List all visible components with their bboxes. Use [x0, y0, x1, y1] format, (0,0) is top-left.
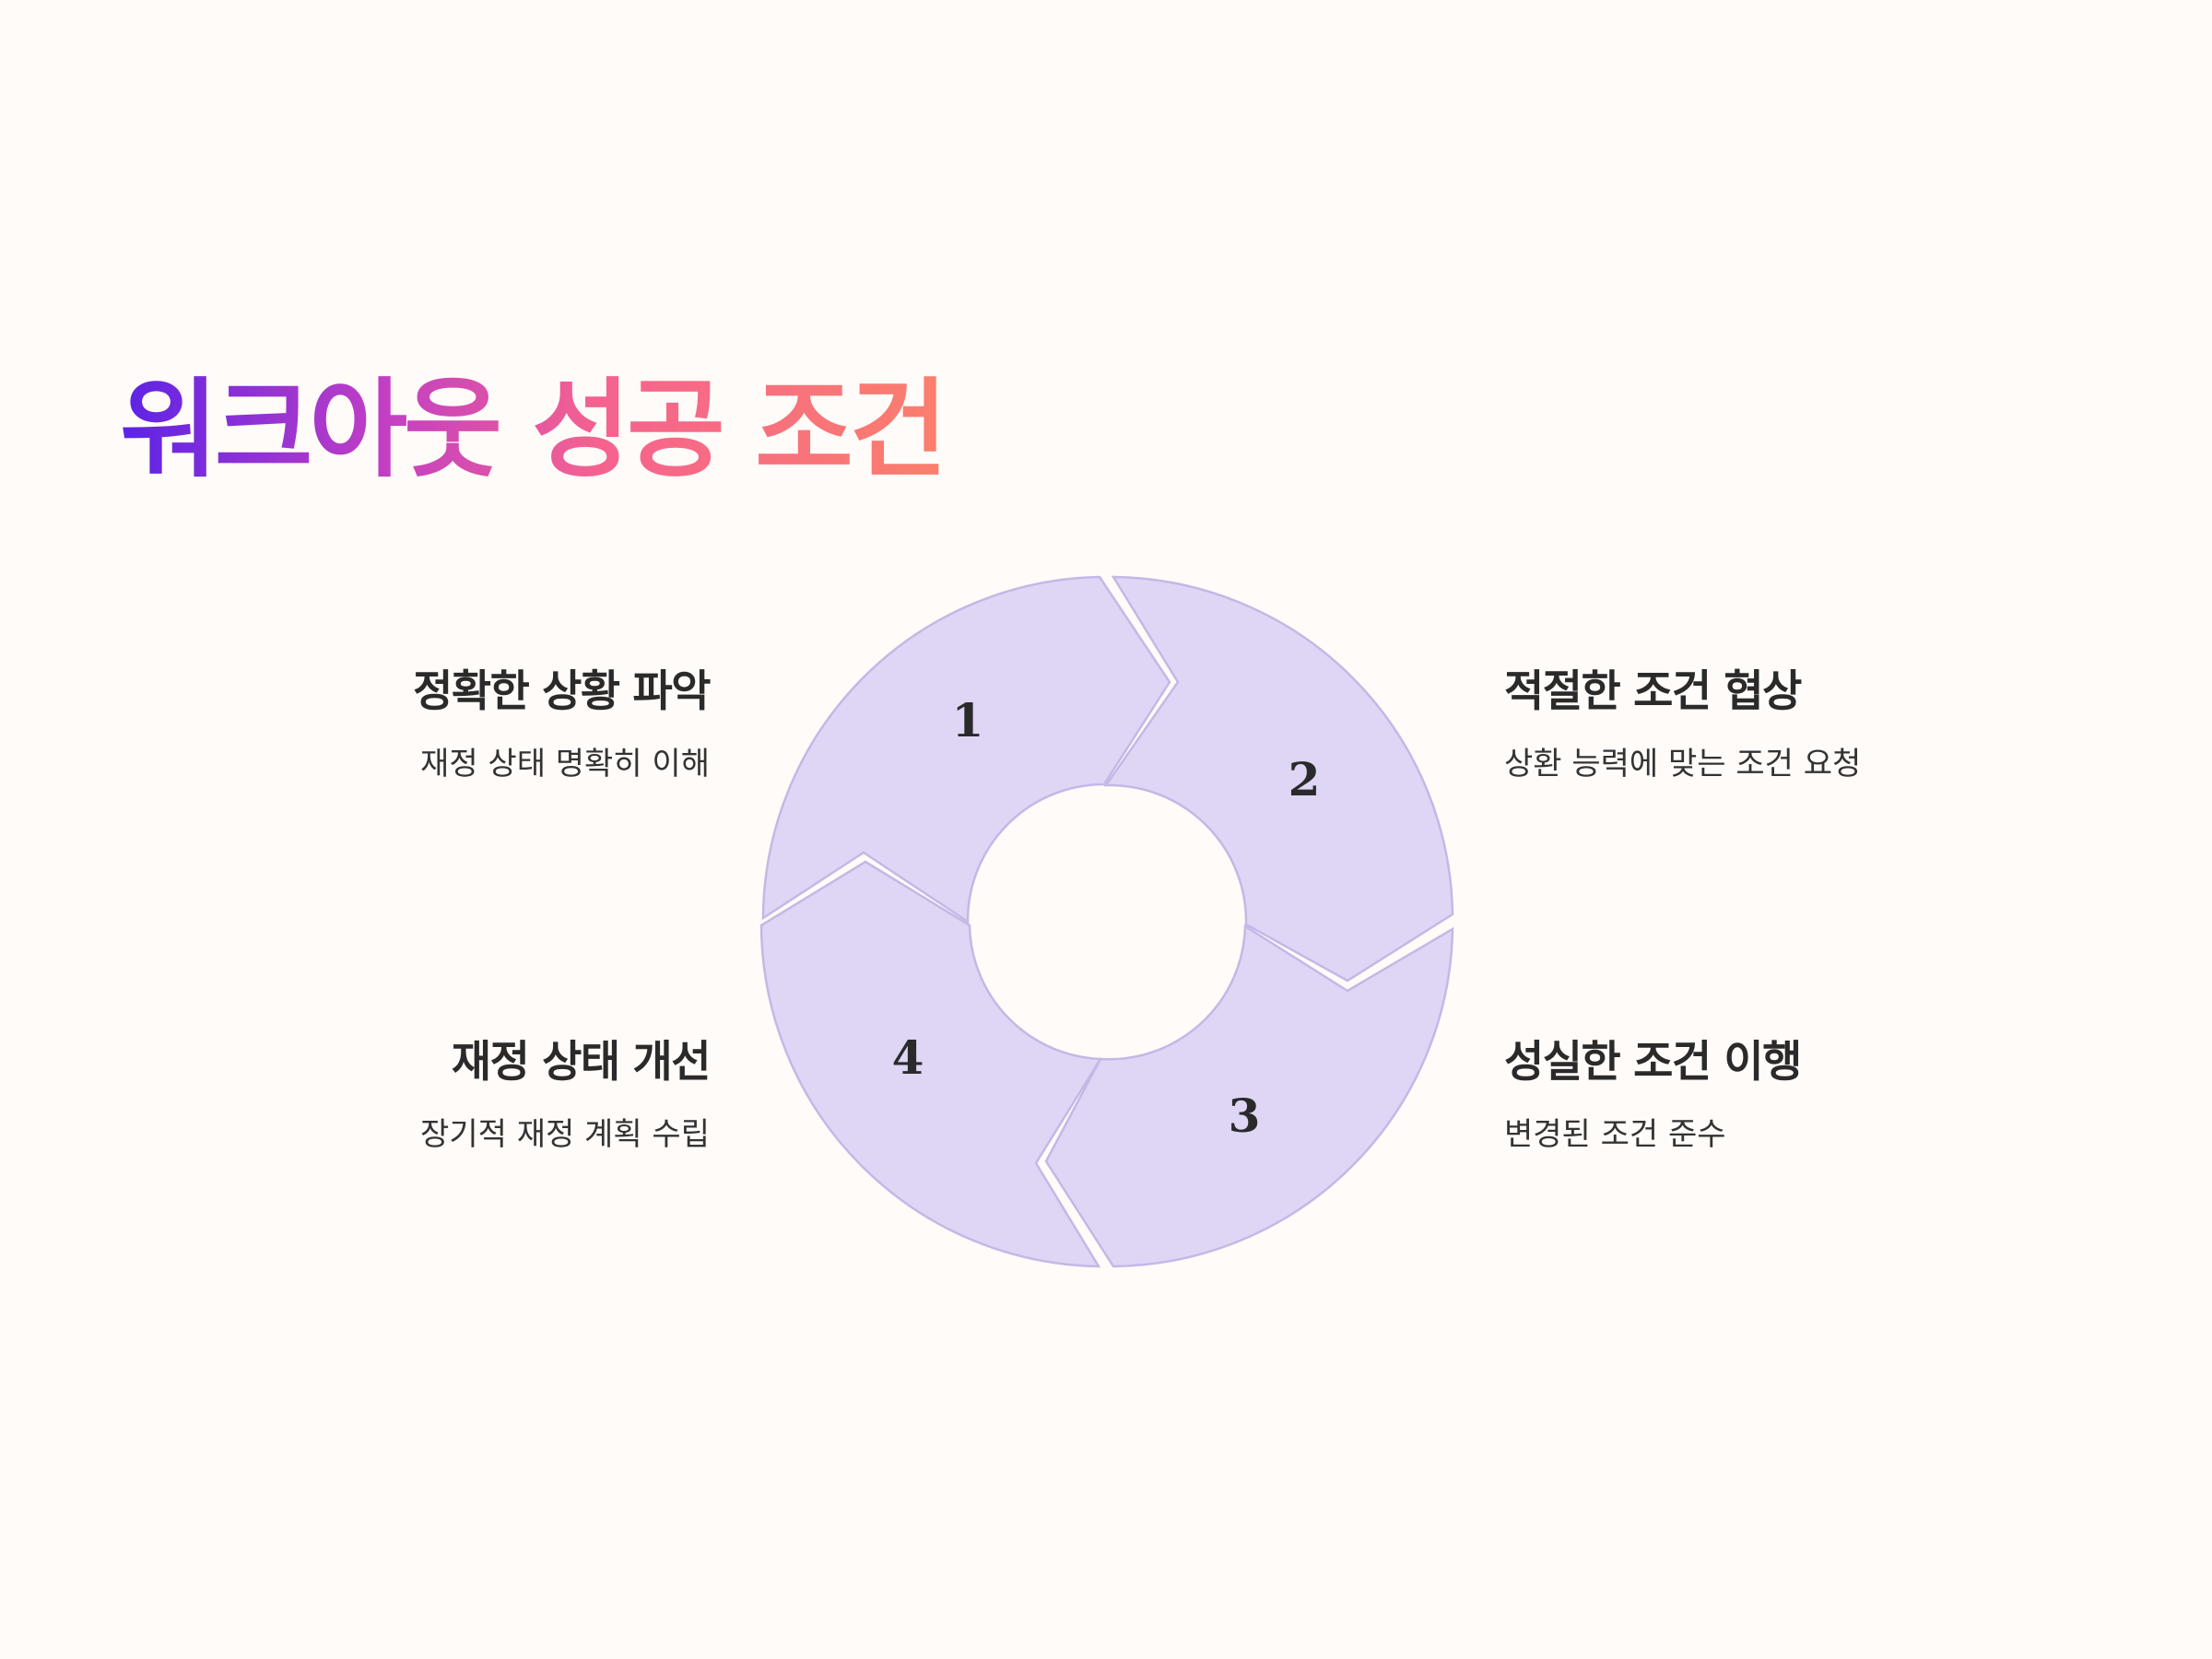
- step-1-label: 정확한 상황 파악 재정 상태 명확히 이해: [157, 666, 711, 783]
- cycle-segment-1: [761, 575, 1171, 924]
- step-2-description: 상환 능력에 맞는 조건 요청: [1504, 746, 1862, 783]
- step-number-4: 4: [892, 1030, 924, 1085]
- step-2-label: 적절한 조건 협상 상환 능력에 맞는 조건 요청: [1504, 666, 2057, 783]
- step-1-title: 정확한 상황 파악: [413, 666, 711, 717]
- step-3-title: 성실한 조건 이행: [1504, 1037, 1802, 1088]
- step-number-1: 1: [952, 693, 984, 747]
- step-4-label: 재정 상태 개선 장기적 재정 계획 수립: [157, 1037, 712, 1154]
- step-number-2: 2: [1288, 752, 1321, 806]
- step-1-description: 재정 상태 명확히 이해: [420, 746, 710, 783]
- step-3-label: 성실한 조건 이행 변경된 조건 준수: [1504, 1037, 2057, 1154]
- step-3-description: 변경된 조건 준수: [1504, 1116, 1726, 1154]
- cycle-segment-3: [1044, 924, 1454, 1268]
- cycle-segment-4: [759, 860, 1103, 1268]
- step-4-description: 장기적 재정 계획 수립: [420, 1116, 710, 1154]
- slide-title: 워크아웃 성공 조건: [120, 368, 948, 492]
- step-4-title: 재정 상태 개선: [451, 1037, 712, 1088]
- cycle-segment-2: [1103, 575, 1454, 982]
- step-number-3: 3: [1229, 1088, 1261, 1143]
- step-2-title: 적절한 조건 협상: [1504, 666, 1802, 717]
